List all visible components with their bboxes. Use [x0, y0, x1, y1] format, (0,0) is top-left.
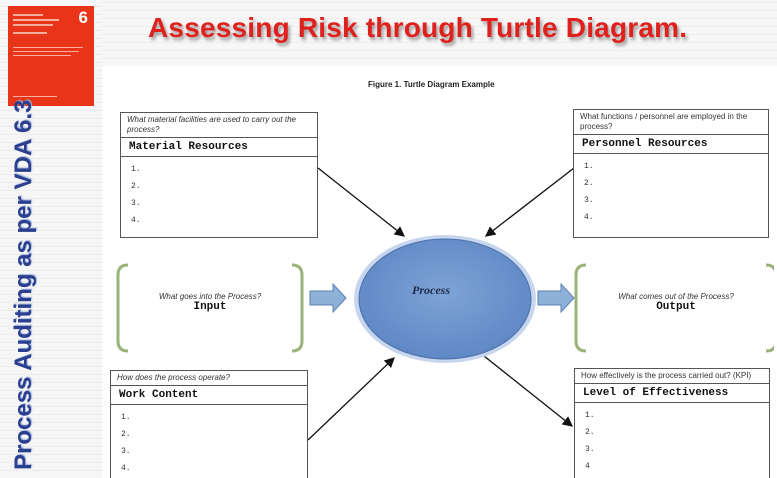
list-item: 2. — [121, 430, 131, 439]
list-item: 4 — [585, 462, 590, 471]
input-left-bracket — [116, 263, 129, 353]
vertical-side-title: Process Auditing as per VDA 6.3 — [10, 99, 37, 470]
list-item: 4. — [131, 216, 141, 225]
output-heading: Output — [656, 301, 696, 313]
input-right-bracket — [291, 263, 304, 353]
list-item: 4. — [584, 213, 594, 222]
list-item: 1. — [585, 411, 595, 420]
personnel-heading: Personnel Resources — [574, 135, 768, 154]
list-item: 2. — [584, 179, 594, 188]
list-item: 1. — [131, 165, 141, 174]
list-item: 4. — [121, 464, 131, 473]
input-heading: Input — [193, 301, 227, 313]
list-item: 3. — [585, 445, 595, 454]
arrow-material-to-process — [317, 167, 406, 237]
output-block: What comes out of the Process? Output — [584, 292, 768, 313]
diagram-graphics — [116, 167, 774, 441]
input-question: What goes into the Process? — [158, 292, 262, 301]
list-item: 1. — [584, 162, 594, 171]
output-block-arrow — [537, 282, 575, 314]
effectiveness-question: How effectively is the process carried o… — [575, 369, 769, 384]
effectiveness-heading: Level of Effectiveness — [575, 384, 769, 403]
list-item: 3. — [121, 447, 131, 456]
book-volume-number: 6 — [78, 8, 88, 27]
personnel-question: What functions / personnel are employed … — [574, 110, 768, 135]
personnel-resources-box: What functions / personnel are employed … — [573, 109, 769, 238]
list-item: 1. — [121, 413, 131, 422]
vda-book-cover-image: 6 — [8, 6, 94, 106]
turtle-diagram-panel: Figure 1. Turtle Diagram Example Proces — [106, 68, 774, 478]
left-strip: 6 Process Auditing as per VDA 6.3 — [0, 0, 102, 478]
input-block-arrow — [309, 282, 347, 314]
process-label: Process — [412, 283, 450, 297]
arrow-personnel-to-process — [484, 167, 575, 237]
material-heading: Material Resources — [121, 138, 317, 157]
list-item: 3. — [584, 196, 594, 205]
slide-title: Assessing Risk through Turtle Diagram. — [148, 12, 688, 43]
input-block: What goes into the Process? Input — [126, 292, 294, 313]
list-item: 2. — [585, 428, 595, 437]
list-item: 2. — [131, 182, 141, 191]
title-band — [102, 0, 777, 66]
work-question: How does the process operate? — [111, 371, 307, 386]
output-right-bracket — [765, 263, 774, 353]
output-question: What comes out of the Process? — [618, 292, 734, 301]
material-resources-box: What material facilities are used to car… — [120, 112, 318, 238]
arrow-work-to-process — [307, 357, 395, 441]
work-content-box: How does the process operate? Work Conte… — [110, 370, 308, 478]
work-heading: Work Content — [111, 386, 307, 405]
figure-caption: Figure 1. Turtle Diagram Example — [368, 80, 495, 89]
material-question: What material facilities are used to car… — [121, 113, 317, 138]
list-item: 3. — [131, 199, 141, 208]
output-left-bracket — [574, 263, 587, 353]
arrow-process-to-effectiveness — [483, 355, 574, 427]
effectiveness-box: How effectively is the process carried o… — [574, 368, 770, 478]
